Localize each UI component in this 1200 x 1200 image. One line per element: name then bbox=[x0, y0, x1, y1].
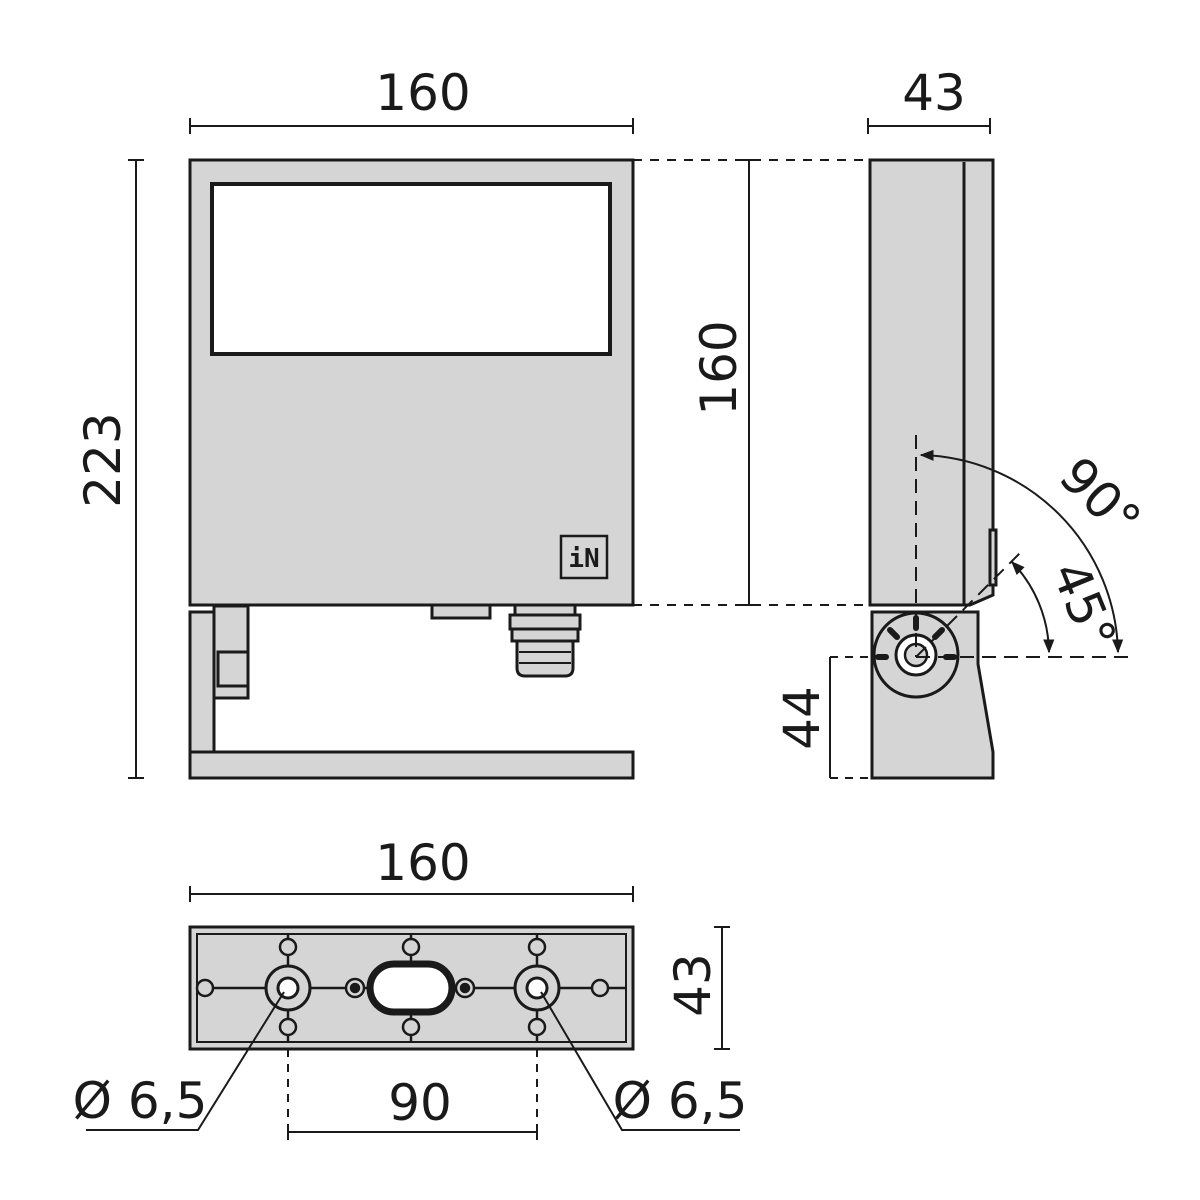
angle-45-arc bbox=[1011, 560, 1055, 654]
cable-slot bbox=[366, 960, 456, 1016]
side-housing bbox=[868, 158, 995, 607]
brand-logo-text: iN bbox=[568, 544, 599, 574]
hole-right-label: Ø 6,5 bbox=[613, 1072, 748, 1130]
front-bottom-connector bbox=[430, 603, 492, 620]
hole-right-leader bbox=[540, 991, 740, 1131]
angle-90-label: 90° bbox=[1048, 446, 1152, 550]
base-depth-label: 43 bbox=[664, 953, 722, 1017]
hole-left-label: Ø 6,5 bbox=[73, 1072, 208, 1130]
front-view bbox=[188, 158, 635, 780]
front-dimension-lines bbox=[128, 118, 870, 779]
hole-spacing-label: 90 bbox=[388, 1074, 452, 1132]
front-height-label: 223 bbox=[74, 412, 132, 507]
hole-left-leader bbox=[86, 991, 285, 1131]
side-depth-label: 43 bbox=[902, 64, 966, 122]
base-view bbox=[188, 925, 635, 1051]
angle-90-arc bbox=[919, 449, 1124, 654]
side-dimension-lines bbox=[829, 118, 1128, 779]
bracket-height-label: 44 bbox=[773, 686, 831, 750]
front-width-label: 160 bbox=[375, 64, 470, 122]
base-small-holes bbox=[195, 937, 610, 1037]
base-dimension-lines bbox=[86, 886, 740, 1140]
head-height-label: 160 bbox=[690, 320, 748, 415]
angle-45-label: 45° bbox=[1040, 554, 1127, 658]
side-view bbox=[868, 158, 998, 780]
front-bracket-base bbox=[188, 750, 635, 780]
mounting-hole-right bbox=[525, 976, 549, 1000]
front-mount-knob bbox=[216, 650, 250, 688]
cable-gland bbox=[508, 603, 582, 678]
front-bracket-upright bbox=[188, 610, 216, 754]
front-lens-window bbox=[210, 182, 612, 356]
base-width-label: 160 bbox=[375, 834, 470, 892]
brand-logo-box bbox=[559, 534, 609, 580]
